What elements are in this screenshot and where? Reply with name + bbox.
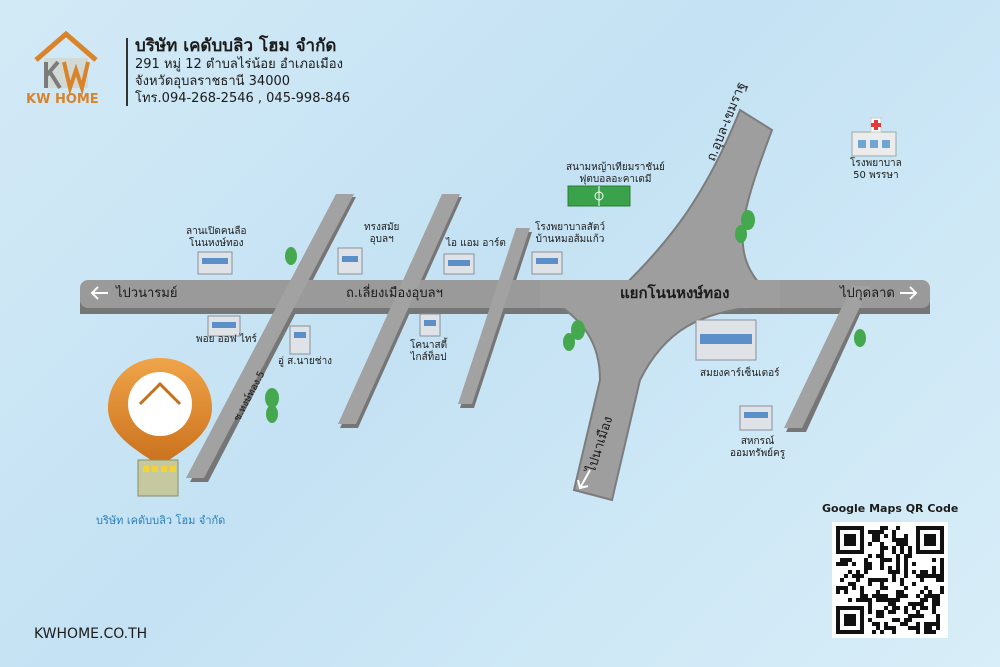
company-address-2: จังหวัดอุบลราชธานี 34000 bbox=[135, 74, 291, 89]
soi-5-road bbox=[186, 194, 354, 478]
header-divider bbox=[126, 38, 128, 106]
arrow-left-icon bbox=[90, 286, 108, 300]
company-phone: โทร.094-268-2546 , 045-998-846 bbox=[135, 91, 350, 106]
company-name: บริษัท เคดับบลิว โฮม จำกัด bbox=[135, 36, 337, 56]
label-u-sor: อู่ ส.นายช่าง bbox=[278, 356, 333, 367]
building-windows bbox=[202, 256, 768, 418]
label-main-road: ถ.เลี่ยงเมืองอุบลฯ bbox=[346, 286, 443, 301]
qr-title: Google Maps QR Code bbox=[822, 502, 959, 515]
label-poi-office: พอย ออฟ ไทร์ bbox=[196, 334, 257, 345]
qr-code-icon bbox=[832, 522, 948, 638]
label-kanasti: โคนาสตี้ ไกส์ท็อป bbox=[410, 340, 448, 363]
kw-home-logo-icon bbox=[34, 30, 98, 96]
tree-icon bbox=[571, 320, 585, 340]
street-right bbox=[784, 286, 870, 428]
tree-icon bbox=[266, 405, 278, 423]
label-vet-hospital: โรงพยาบาลสัตว์ บ้านหมอส้มแก้ว bbox=[535, 222, 605, 245]
label-to-kut-lat: ไปกุดลาด bbox=[840, 286, 895, 301]
building-u-sor bbox=[289, 325, 311, 355]
football-field-icon bbox=[567, 185, 631, 207]
kw-home-building-icon bbox=[137, 459, 179, 497]
street-2 bbox=[338, 194, 460, 424]
label-song-samai: ทรงสมัย อุบลฯ bbox=[364, 222, 400, 245]
tree-icon bbox=[741, 210, 755, 230]
label-hospital-50: โรงพยาบาล 50 พรรษา bbox=[850, 158, 902, 181]
street-3 bbox=[458, 228, 530, 404]
road-arrows bbox=[90, 286, 918, 490]
website-link[interactable]: KWHOME.CO.TH bbox=[34, 626, 148, 642]
hospital-icon bbox=[851, 117, 897, 157]
label-football-field: สนามหญ้าเทียมราชันย์ ฟุตบอลอะคาเดมี bbox=[566, 162, 665, 185]
tree-icon bbox=[854, 329, 866, 347]
label-to-warin: ไปวนารมย์ bbox=[116, 286, 178, 301]
arrow-down-icon bbox=[577, 469, 591, 490]
label-somyong: สมยงคาร์เซ็นเตอร์ bbox=[700, 368, 780, 379]
trees bbox=[265, 210, 866, 423]
logo-text: KW HOME bbox=[26, 92, 99, 107]
kw-home-pin-icon bbox=[108, 358, 212, 474]
label-kw-home-location: บริษัท เคดับบลิว โฮม จำกัด bbox=[96, 514, 226, 527]
label-cooperative: สหกรณ์ ออมทรัพย์ครู bbox=[730, 436, 786, 459]
tree-icon bbox=[735, 225, 747, 243]
tree-icon bbox=[285, 247, 297, 265]
arrow-right-icon bbox=[900, 286, 918, 300]
label-intersection: แยกโนนหงษ์ทอง bbox=[620, 284, 730, 302]
tree-icon bbox=[265, 388, 279, 408]
label-lan-pet: ลานเปิดคนลือ โนนหงษ์ทอง bbox=[186, 226, 247, 249]
intersection-fill bbox=[540, 280, 780, 308]
tree-icon bbox=[563, 333, 575, 351]
label-i-am-art: ไอ แอม อาร์ต bbox=[446, 238, 506, 249]
company-address-1: 291 หมู่ 12 ตำบลไร่น้อย อำเภอเมือง bbox=[135, 57, 343, 72]
